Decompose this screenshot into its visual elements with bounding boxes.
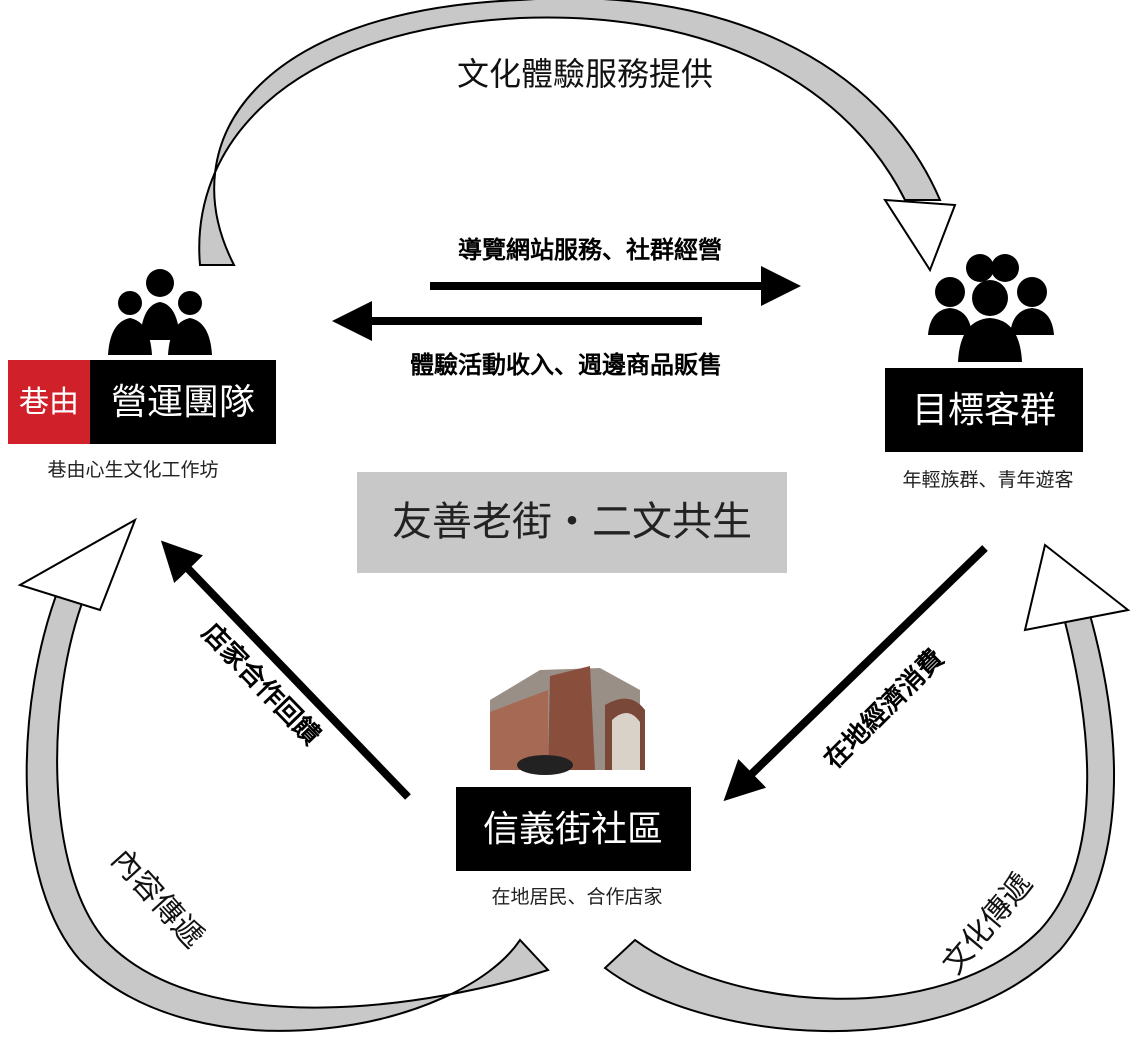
content-delivery-label: 內容傳遞 (104, 842, 210, 955)
team-logo (8, 360, 90, 444)
center-box (357, 472, 787, 573)
team-logo-text: 巷由 (19, 385, 79, 420)
team-subtitle: 巷由心生文化工作坊 (47, 459, 218, 481)
arrow-local-consumption (723, 545, 988, 802)
top-arc-label: 文化體驗服務提供 (457, 55, 713, 93)
old-wall-photo (478, 660, 656, 778)
team-label: 營運團隊 (111, 382, 255, 423)
culture-delivery-arc (603, 543, 1131, 1032)
target-people-icon (928, 254, 1054, 362)
target-subtitle: 年輕族群、青年遊客 (902, 469, 1073, 491)
team-people-icon (108, 269, 212, 355)
target-label: 目標客群 (912, 390, 1056, 431)
local-consumption-label: 在地經濟消費 (818, 643, 950, 775)
top-arc-arrow (198, 0, 957, 273)
team-label-box (90, 360, 276, 444)
center-title: 友善老街・二文共生 (392, 499, 752, 545)
to-team-label: 體驗活動收入、週邊商品販售 (410, 351, 722, 379)
community-label-box (456, 787, 691, 871)
store-feedback-label: 店家合作回饋 (196, 617, 327, 751)
community-label: 信義街社區 (483, 809, 663, 850)
community-subtitle: 在地居民、合作店家 (491, 886, 662, 908)
content-delivery-arc (17, 517, 550, 1032)
arrow-store-feedback (160, 540, 411, 800)
to-target-label: 導覽網站服務、社群經營 (458, 236, 722, 264)
target-label-box (885, 368, 1083, 452)
